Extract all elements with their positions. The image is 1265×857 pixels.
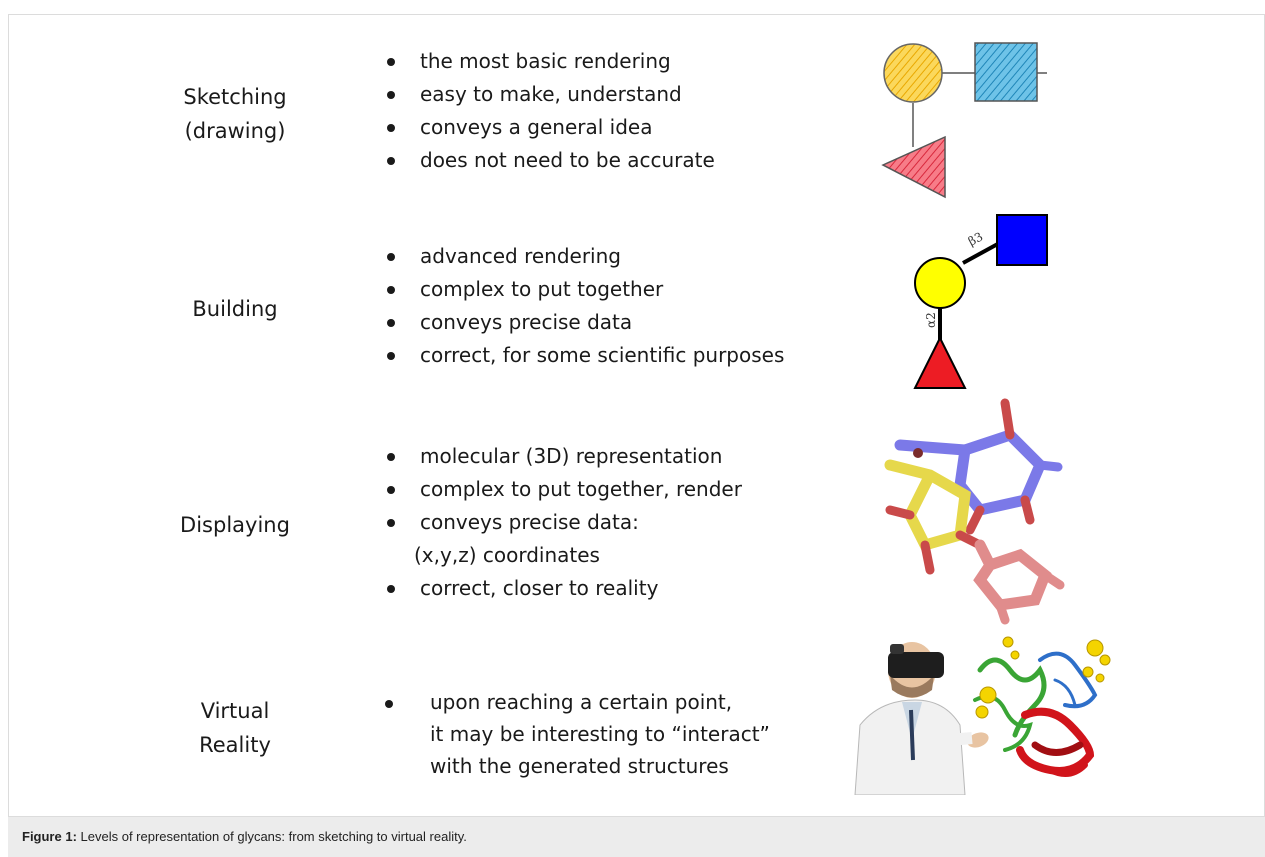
bullet-line: upon reaching a certain point, [430, 690, 733, 714]
label-line: Sketching [183, 85, 287, 109]
bullet-dot [385, 700, 393, 708]
label-line: (drawing) [184, 119, 286, 143]
bullet-item: complex to put together, render [380, 473, 742, 506]
bullet-list-building: advanced rendering complex to put togeth… [380, 240, 784, 372]
row-label-sketching: Sketching (drawing) [160, 80, 310, 148]
label-line: Virtual [200, 699, 270, 723]
bullet-item-continuation: (x,y,z) coordinates [414, 543, 600, 567]
bullet-item: correct, closer to reality [380, 572, 742, 605]
bullet-item: advanced rendering [380, 240, 784, 273]
bullet-item: conveys precise data: [380, 506, 742, 539]
bullet-list-sketching: the most basic rendering easy to make, u… [380, 45, 715, 177]
bullet-item: complex to put together [380, 273, 784, 306]
bullet-line: with the generated structures [430, 754, 729, 778]
bullet-line: it may be interesting to “interact” [430, 722, 770, 746]
label-line: Building [192, 297, 278, 321]
linkage-label: α2 [924, 312, 938, 328]
bullet-item: correct, for some scientific purposes [380, 339, 784, 372]
bullet-list-displaying: molecular (3D) representation complex to… [380, 440, 742, 605]
bullet-item: conveys a general idea [380, 111, 715, 144]
linkage-label: β3 [966, 229, 985, 248]
row-label-virtual-reality: Virtual Reality [160, 694, 310, 762]
caption-label: Figure 1: [22, 829, 77, 844]
label-line: Displaying [180, 513, 290, 537]
bullet-item: easy to make, understand [380, 78, 715, 111]
vr-scientist-protein-icon [854, 636, 1111, 795]
label-line: Reality [199, 733, 271, 757]
bullet-item: the most basic rendering [380, 45, 715, 78]
bullet-item: conveys precise data [380, 306, 784, 339]
bullet-item: molecular (3D) representation [380, 440, 742, 473]
bullet-item: does not need to be accurate [380, 144, 715, 177]
3d-molecule-stick-icon [884, 398, 1065, 625]
row-label-displaying: Displaying [150, 508, 320, 542]
figure-caption: Figure 1: Levels of representation of gl… [8, 816, 1265, 857]
snfg-glycan-symbol-icon: β3 α2 [913, 214, 1048, 389]
bullet-text-virtual-reality: upon reaching a certain point, it may be… [430, 686, 770, 782]
sketched-glycan-icon [881, 42, 1047, 199]
row-label-building: Building [160, 292, 310, 326]
caption-text: Levels of representation of glycans: fro… [76, 829, 467, 844]
